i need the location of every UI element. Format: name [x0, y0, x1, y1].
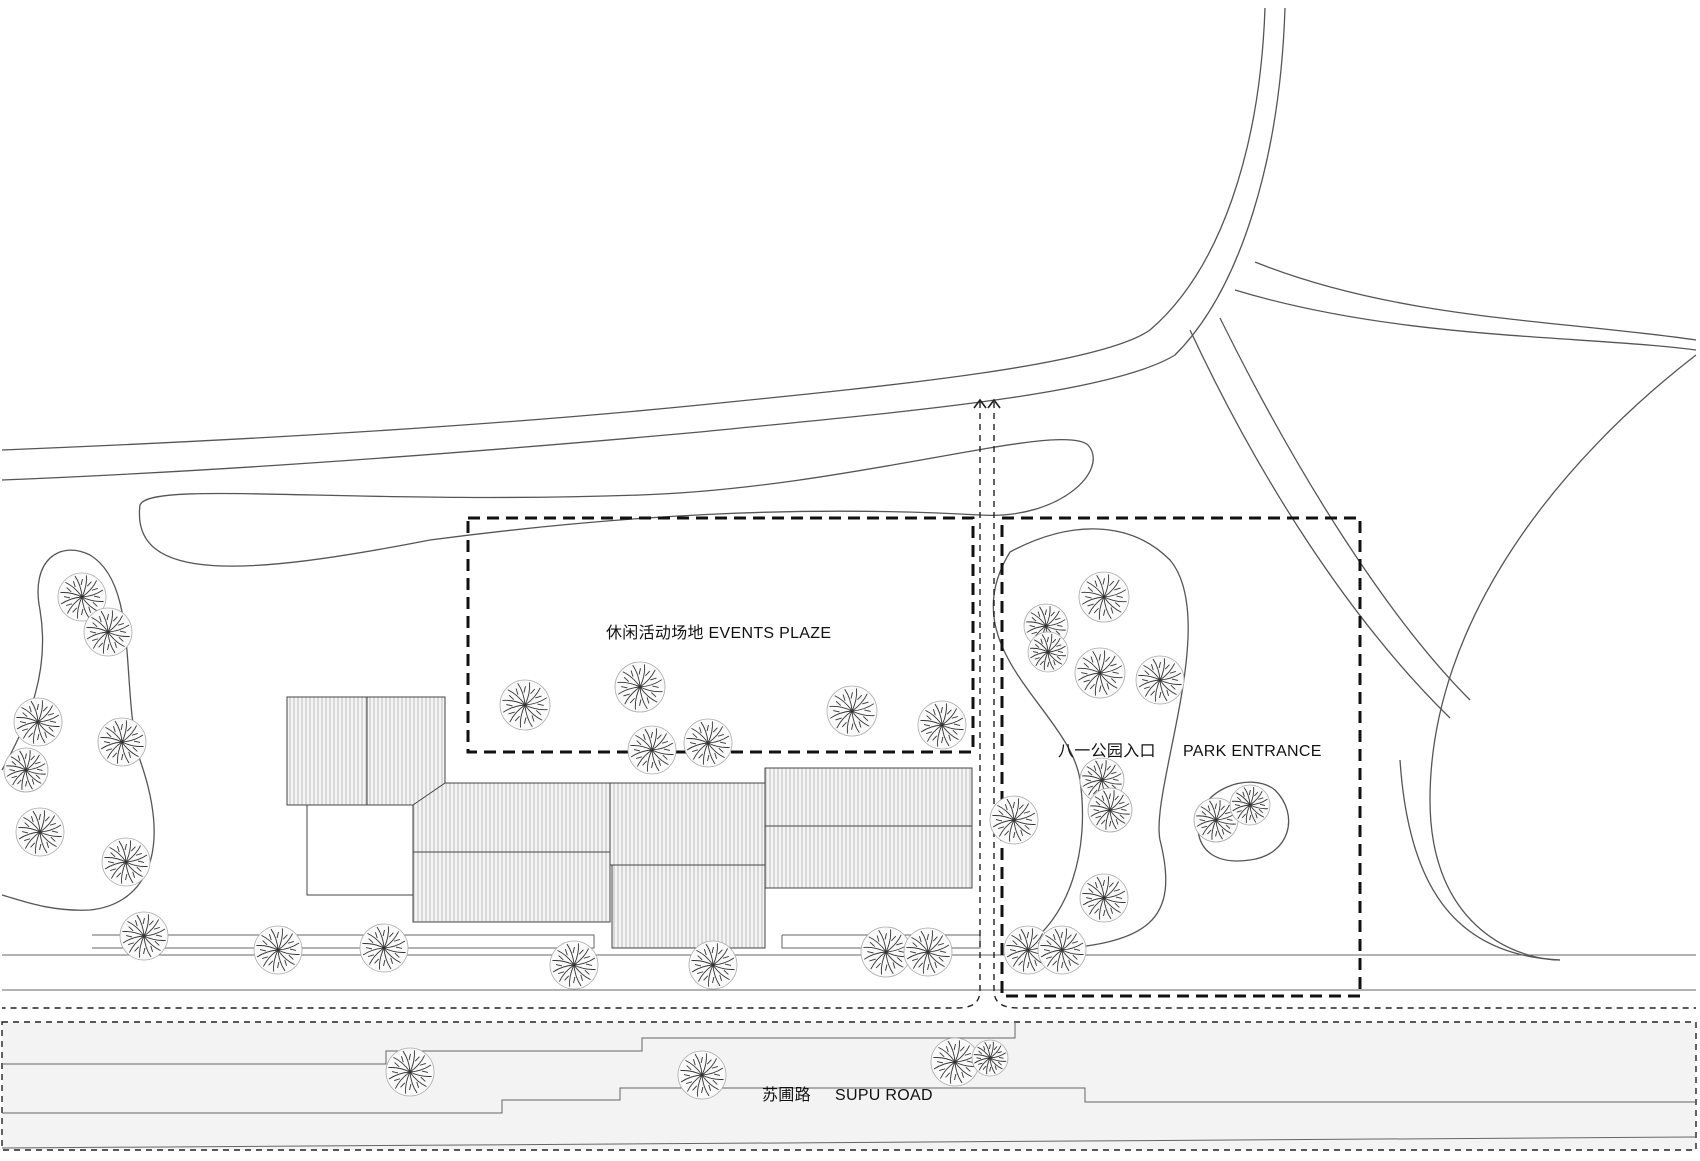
tree-icon	[614, 661, 666, 713]
tree-icon	[101, 837, 151, 887]
tree-icon	[677, 1050, 727, 1100]
tree-icon	[1078, 571, 1130, 623]
tree-icon	[549, 940, 599, 990]
building-cluster	[286, 696, 973, 949]
tree-icon	[1027, 631, 1069, 673]
tree-icon	[930, 1037, 980, 1087]
tree-icon	[826, 685, 878, 737]
tree-icon	[83, 607, 133, 657]
events-plaza-label: 休闲活动场地 EVENTS PLAZE	[606, 624, 831, 642]
supu-road	[1, 1021, 1697, 1151]
park-entrance-label-en: PARK ENTRANCE	[1183, 743, 1322, 760]
road-label-en: SUPU ROAD	[835, 1087, 933, 1104]
tree-icon	[917, 700, 967, 750]
tree-icon	[3, 747, 49, 793]
entrance-route	[2, 398, 1696, 1009]
tree-icon	[15, 807, 65, 857]
tree-island-oval	[1197, 781, 1290, 862]
lawn-island-north	[138, 438, 1094, 567]
tree-icon	[903, 927, 953, 977]
tree-icon	[359, 923, 409, 973]
park-entrance-label-cn: 八一公园入口	[1058, 743, 1156, 760]
tree-icon	[971, 1039, 1009, 1077]
tree-icon	[1079, 873, 1129, 923]
tree-icon	[57, 572, 107, 622]
tree-icon	[688, 940, 738, 990]
tree-icon	[1087, 787, 1133, 833]
tree-icon	[1135, 655, 1185, 705]
tree-icon	[1074, 647, 1126, 699]
tree-icon	[253, 925, 303, 975]
tree-icon	[683, 718, 733, 768]
tree-icon	[627, 725, 677, 775]
tree-icon	[13, 697, 63, 747]
tree-icon	[1229, 784, 1271, 826]
tree-icon	[1037, 925, 1087, 975]
trees	[3, 571, 1271, 1100]
park-entrance-boundary	[1000, 516, 1362, 998]
tree-icon	[989, 795, 1039, 845]
road-label-cn: 苏圃路	[762, 1086, 811, 1104]
tree-icon	[1193, 797, 1239, 843]
tree-icon	[499, 679, 551, 731]
tree-icon	[119, 911, 169, 961]
tree-icon	[97, 717, 147, 767]
park-paths	[1, 7, 1697, 961]
tree-icon	[385, 1047, 435, 1097]
tree-icon	[860, 926, 912, 978]
